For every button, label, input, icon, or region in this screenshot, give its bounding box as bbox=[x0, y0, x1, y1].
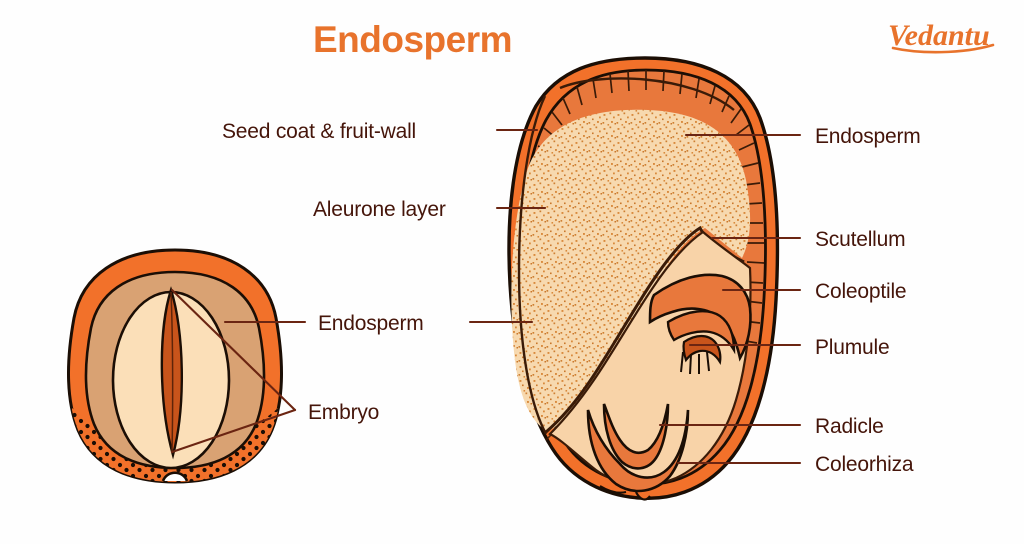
endosperm-inner-boundary-left bbox=[517, 95, 548, 435]
label-scutellum: Scutellum bbox=[815, 228, 905, 251]
vedantu-logo: Vedantu bbox=[888, 19, 995, 54]
grain-base-crease bbox=[599, 485, 627, 494]
page-title: Endosperm bbox=[313, 19, 512, 60]
label-radicle: Radicle bbox=[815, 415, 884, 438]
left-label-group: Seed coat & fruit-wall Aleurone layer En… bbox=[222, 120, 446, 424]
leader-embryo-lower bbox=[170, 408, 297, 454]
leader-embryo-upper bbox=[170, 288, 297, 412]
dicot-seed-figure bbox=[66, 248, 284, 484]
coleorhiza-shape bbox=[586, 409, 690, 493]
coleoptile-inner-fold bbox=[666, 310, 736, 355]
logo-underline-swash bbox=[891, 43, 995, 54]
endosperm-inner-boundary-top bbox=[559, 77, 735, 111]
monocot-grain-figure bbox=[507, 56, 780, 501]
label-coleoptile: Coleoptile bbox=[815, 280, 906, 303]
dicot-embryo-axis bbox=[160, 286, 184, 460]
label-endosperm-dicot: Endosperm bbox=[318, 312, 424, 335]
plumule-shape bbox=[682, 334, 722, 366]
label-aleurone-layer: Aleurone layer bbox=[313, 198, 446, 221]
plumule-leaf-primordia bbox=[680, 351, 710, 375]
leader-lines bbox=[170, 128, 802, 465]
radicle-shape bbox=[602, 403, 670, 470]
label-plumule: Plumule bbox=[815, 336, 889, 359]
endosperm-region bbox=[511, 109, 751, 432]
right-label-group: Endosperm Scutellum Coleoptile Plumule R… bbox=[815, 125, 921, 476]
label-coleorhiza: Coleorhiza bbox=[815, 453, 914, 476]
dicot-embryo-midline bbox=[170, 291, 174, 453]
brand-name: Vedantu bbox=[888, 19, 990, 52]
micropyle-tip bbox=[635, 491, 651, 501]
label-seed-coat-fruit-wall: Seed coat & fruit-wall bbox=[222, 120, 416, 143]
label-endosperm-monocot: Endosperm bbox=[815, 125, 921, 148]
label-embryo: Embryo bbox=[308, 401, 379, 424]
dicot-hilum-notch bbox=[161, 471, 189, 482]
